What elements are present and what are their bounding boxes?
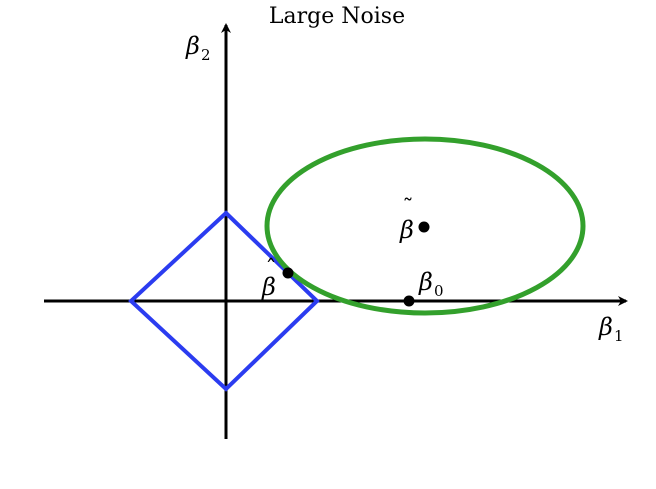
svg-text:β: β	[399, 216, 414, 244]
svg-text:β: β	[185, 32, 200, 60]
beta-tilde-label: ˜ β	[399, 196, 414, 244]
figure-title: Large Noise	[269, 4, 405, 29]
svg-text:1: 1	[614, 327, 624, 345]
svg-text:2: 2	[201, 46, 211, 64]
beta-hat-label: ˆ β	[261, 257, 277, 301]
svg-text:˜: ˜	[403, 196, 414, 221]
x-axis-label: β 1	[598, 313, 624, 345]
svg-text:β: β	[418, 268, 433, 296]
svg-text:β: β	[261, 273, 276, 301]
svg-text:β: β	[598, 313, 613, 341]
svg-text:0: 0	[434, 282, 444, 300]
svg-text:ˆ: ˆ	[266, 257, 277, 282]
y-axis-label: β 2	[185, 32, 211, 64]
beta-tilde-point	[418, 221, 430, 233]
loss-contour-ellipse	[264, 136, 586, 316]
beta-zero-point	[403, 295, 415, 307]
beta-zero-label: β 0	[418, 268, 444, 300]
beta-hat-point	[282, 267, 294, 279]
